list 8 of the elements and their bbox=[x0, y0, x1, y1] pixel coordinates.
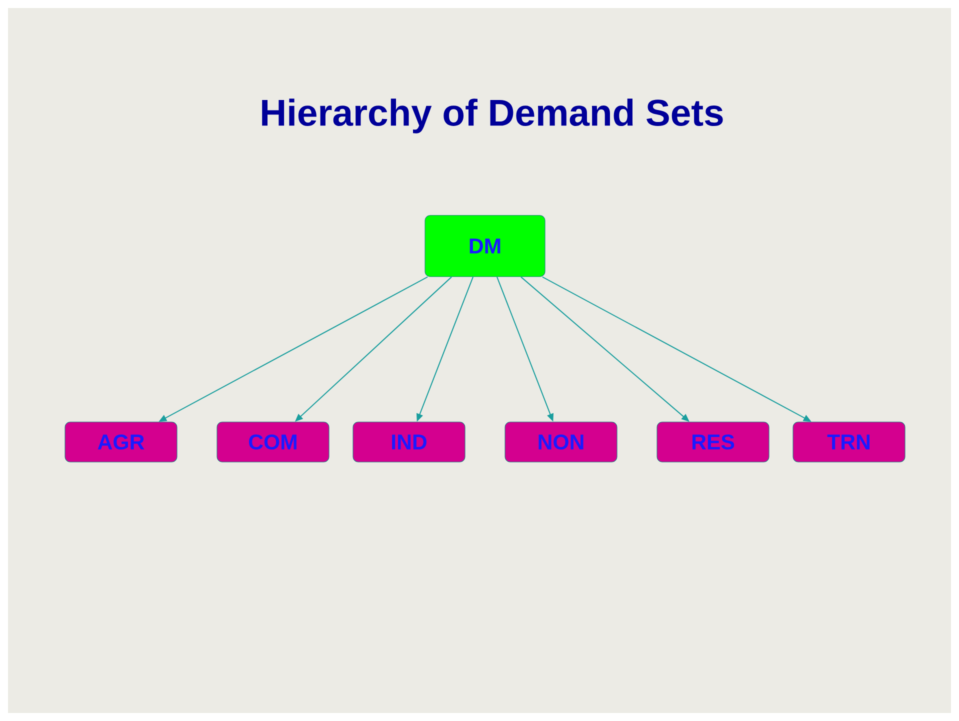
title: Hierarchy of Demand Sets bbox=[262, 98, 723, 134]
category-box: COM bbox=[216, 422, 330, 462]
category-box: IND bbox=[352, 422, 466, 462]
root-box: DM bbox=[424, 215, 546, 277]
category-box: RES bbox=[656, 422, 770, 462]
category-box: TRN bbox=[792, 422, 906, 462]
category-box: NON bbox=[504, 422, 618, 462]
category-box: AGR bbox=[64, 422, 178, 462]
